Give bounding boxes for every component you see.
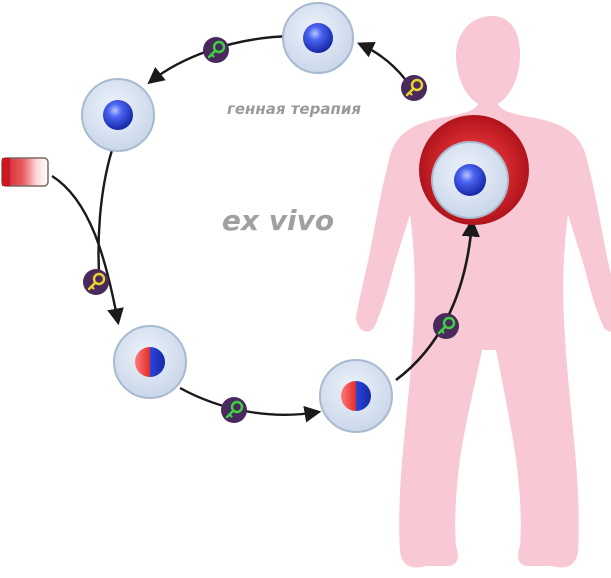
human-silhouette	[356, 16, 611, 568]
ex-vivo-label: ex vivo	[222, 204, 334, 237]
dna-cassette-icon	[1, 157, 49, 187]
key-icon	[431, 311, 461, 341]
key-icon	[201, 35, 231, 65]
corrected-cell-right	[319, 359, 393, 433]
cycle-arc-bottom	[179, 386, 322, 423]
key-icon	[219, 395, 249, 425]
cell-in-organ	[431, 141, 509, 219]
gene-therapy-label: генная терапия	[227, 100, 361, 118]
cell-top	[282, 2, 354, 74]
corrected-cell-left	[113, 325, 187, 399]
cassette-insert-arrow	[51, 174, 124, 326]
cell-left	[81, 78, 155, 152]
key-icon	[399, 73, 429, 103]
key-icon	[81, 267, 111, 297]
